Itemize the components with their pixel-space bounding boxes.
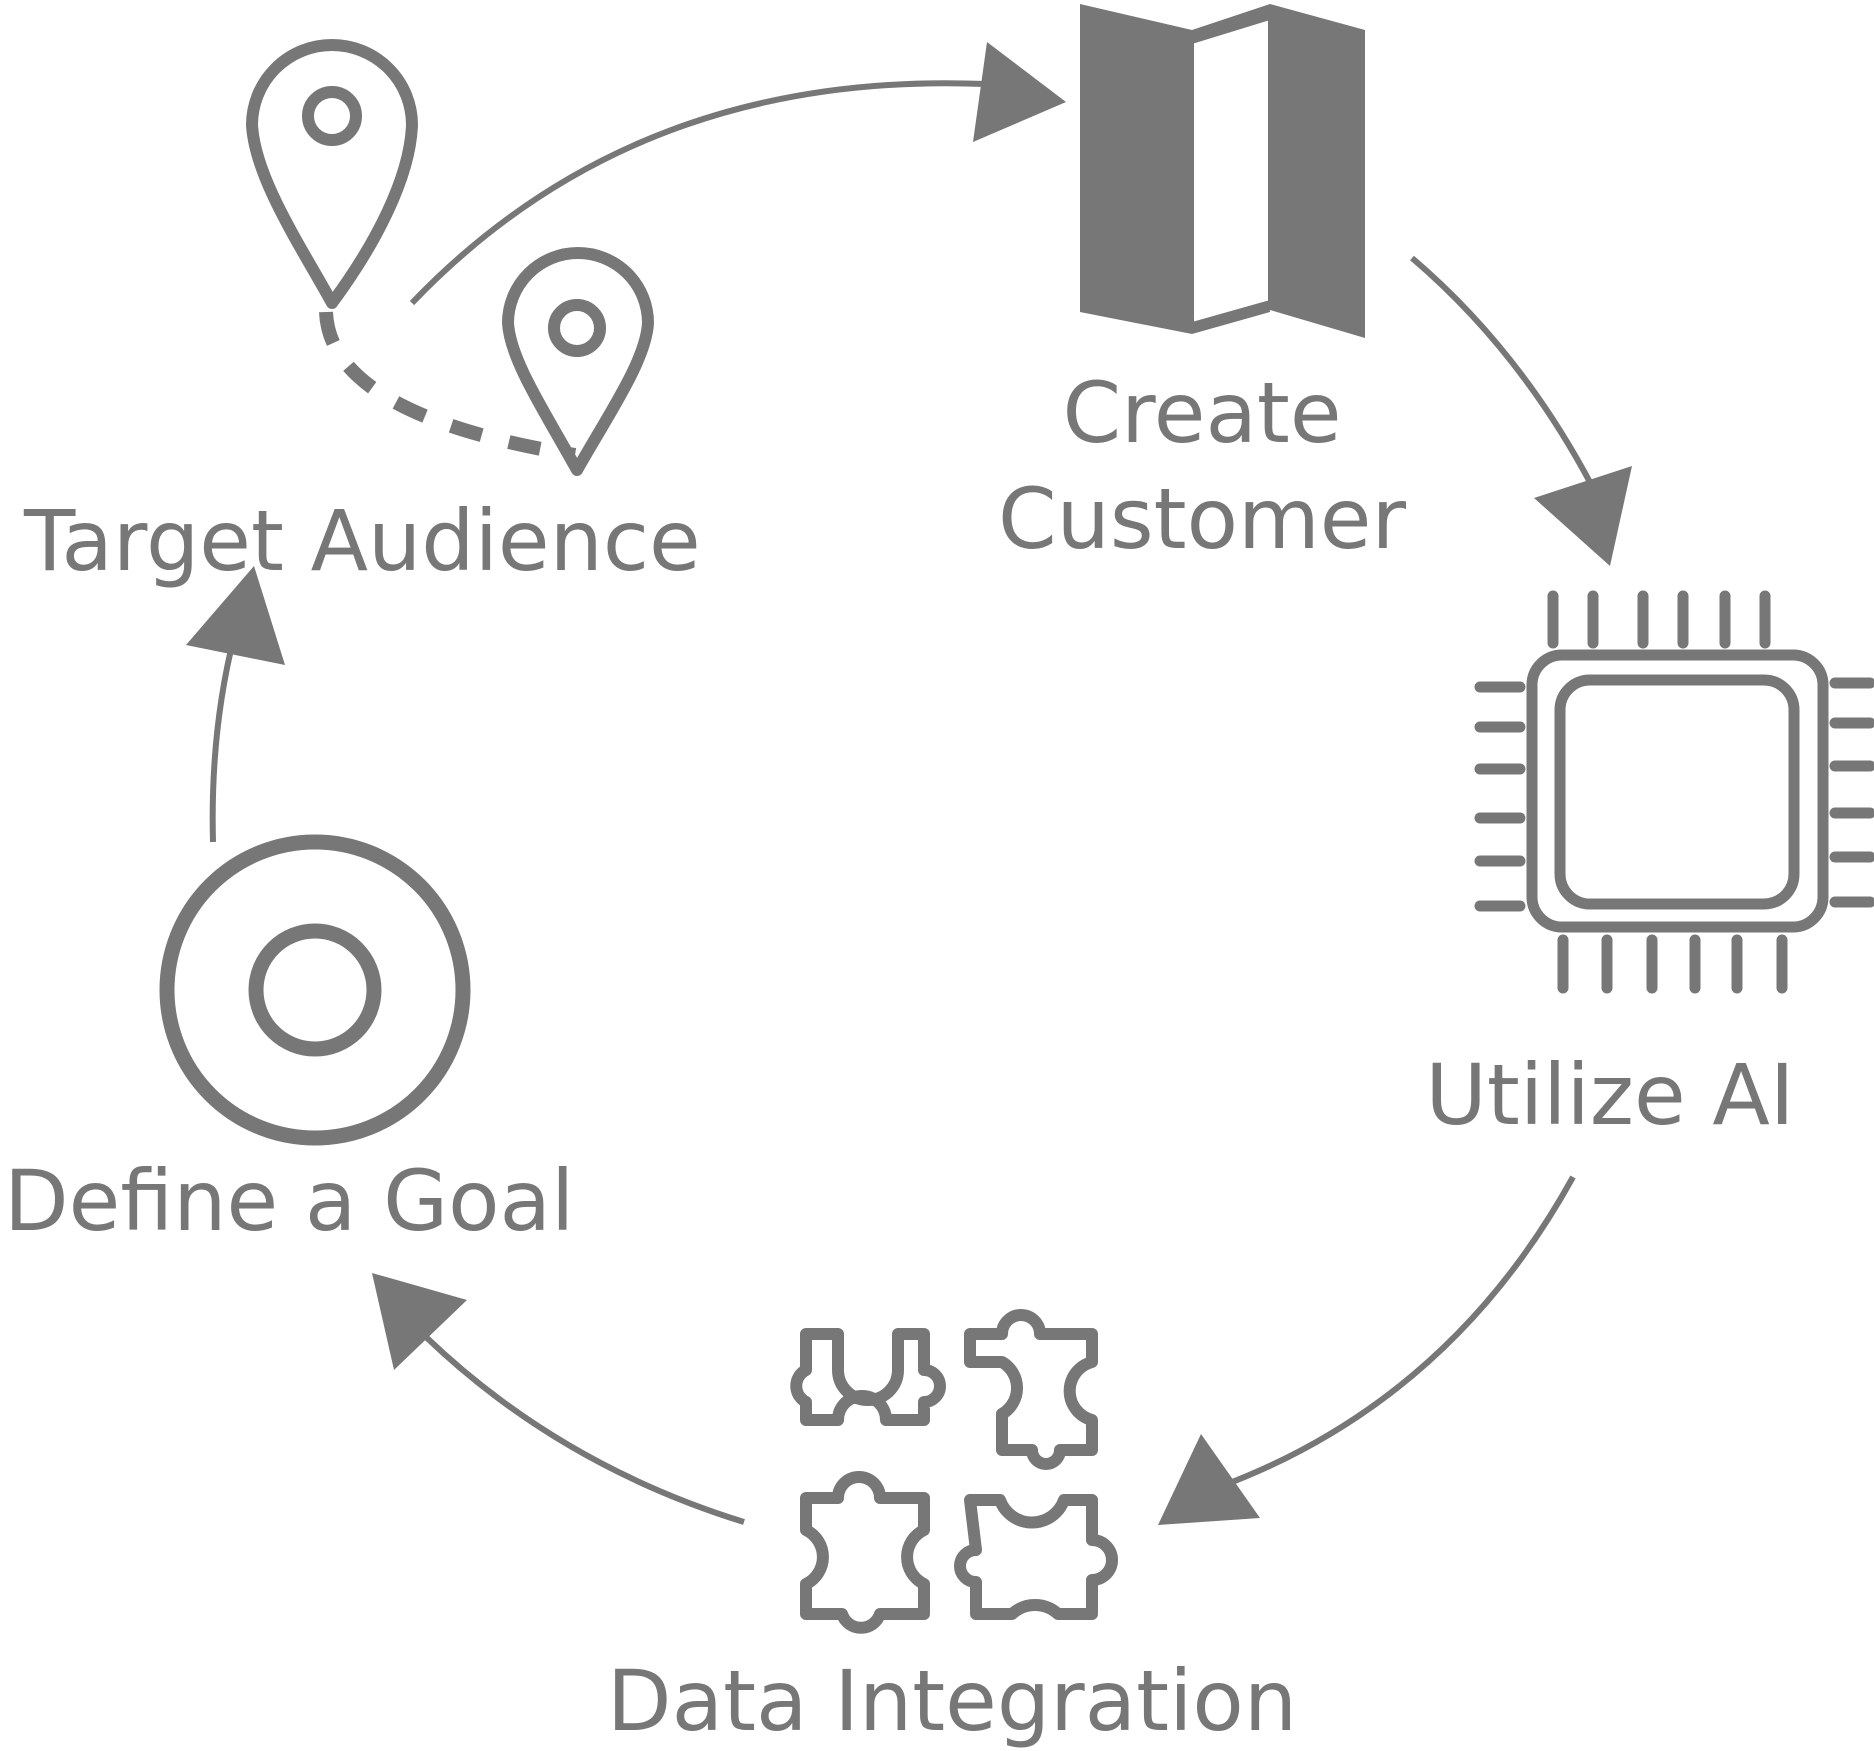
label-create-customer-line2: Customer xyxy=(998,470,1406,568)
label-define-goal: Define a Goal xyxy=(4,1152,574,1250)
label-create-customer-line1: Create xyxy=(1062,364,1341,462)
puzzle-pieces-icon xyxy=(790,1309,1118,1634)
folded-map-icon xyxy=(1080,4,1365,338)
cpu-chip-icon xyxy=(1474,590,1874,994)
arrow-ai-to-data xyxy=(1158,1175,1576,1525)
label-target-audience: Target Audience xyxy=(23,492,701,590)
arrow-target-to-create xyxy=(409,42,1066,306)
map-pin-route-icon xyxy=(246,39,654,476)
arrow-data-to-goal xyxy=(372,1273,745,1525)
label-utilize-ai: Utilize AI xyxy=(1425,1046,1794,1144)
target-icon xyxy=(159,834,471,1146)
label-data-integration: Data Integration xyxy=(607,1652,1297,1750)
arrow-goal-to-target xyxy=(186,566,285,843)
arrow-create-to-ai xyxy=(1410,255,1632,566)
